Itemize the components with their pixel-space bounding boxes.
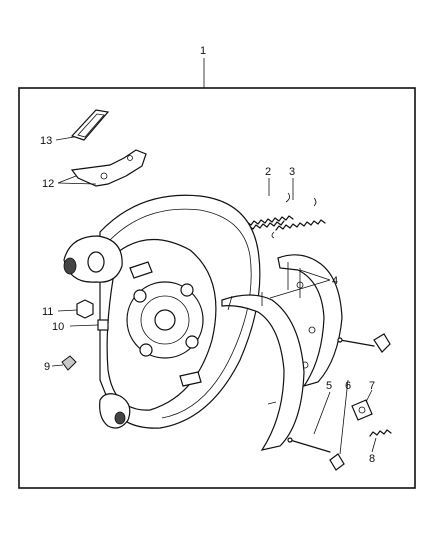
part-4-shoe-front	[221, 292, 305, 451]
backing-plate	[99, 194, 261, 429]
callout-2: 2	[265, 166, 271, 178]
callout-4: 4	[332, 275, 338, 287]
callout-6: 6	[345, 380, 351, 392]
part-6-retainer	[329, 333, 391, 471]
part-7-adjuster	[351, 389, 373, 421]
leader-4a	[299, 269, 331, 281]
callout-1: 1	[200, 45, 206, 57]
part-3-spring	[271, 178, 326, 239]
callout-12: 12	[42, 178, 54, 190]
part-10-stud	[69, 319, 109, 331]
callout-3: 3	[289, 166, 295, 178]
mounting-lug	[63, 235, 131, 429]
assembly-frame	[18, 87, 416, 489]
callout-10: 10	[52, 321, 64, 333]
part-11-nut	[57, 299, 94, 319]
part-5-pin	[287, 337, 375, 453]
callout-7: 7	[369, 380, 375, 392]
part-12-lever	[57, 149, 147, 187]
part-4-shoe-rear	[277, 254, 343, 388]
callout-9: 9	[44, 361, 50, 373]
callout-8: 8	[369, 453, 375, 465]
callout-11: 11	[42, 306, 53, 318]
callout-13: 13	[40, 135, 52, 147]
part-9-clip	[51, 355, 77, 371]
part-8-spring	[369, 429, 392, 453]
leader-4b	[269, 279, 331, 299]
callout-5: 5	[326, 380, 332, 392]
part-13-plug	[55, 109, 110, 141]
